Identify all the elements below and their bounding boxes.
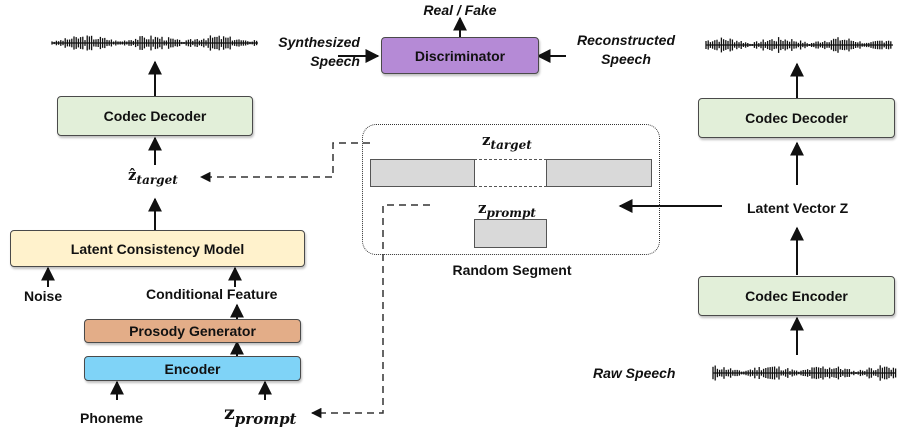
codec-decoder-right-box: Codec Decoder [698, 98, 895, 138]
target-segment-gap [474, 159, 547, 187]
conditional-feature-label: Conditional Feature [146, 286, 278, 302]
z-hat-target-label: ẑtarget [128, 166, 178, 187]
dashed-zprompt-to-input [310, 204, 430, 419]
raw-speech-label: Raw Speech [593, 365, 676, 381]
codec-decoder-left-label: Codec Decoder [103, 108, 207, 124]
z-target-symbol: z [482, 131, 491, 149]
z-hat-symbol: ẑ [128, 166, 137, 184]
phoneme-label: Phoneme [80, 410, 144, 426]
z-hat-subscript: target [136, 173, 178, 187]
codec-decoder-left-box: Codec Decoder [57, 96, 253, 136]
z-target-subscript: target [490, 138, 532, 152]
encoder-label: Encoder [164, 360, 221, 377]
z-prompt-segment-symbol: z [478, 199, 487, 217]
random-segment-frame [362, 124, 660, 255]
synthesized-speech-label: Synthesized Speech [278, 34, 360, 69]
waveform-right-output [705, 37, 893, 53]
noise-label: Noise [24, 288, 63, 304]
codec-encoder-label: Codec Encoder [745, 288, 848, 304]
reconstructed-speech-label: Reconstructed Speech [576, 32, 676, 67]
waveform-raw-speech [712, 365, 897, 381]
z-prompt-input-subscript: prompt [234, 410, 297, 428]
z-prompt-input-symbol: z [224, 402, 235, 424]
prosody-generator-box: Prosody Generator [84, 319, 301, 343]
latent-vector-label: Latent Vector Z [747, 200, 849, 216]
codec-encoder-box: Codec Encoder [698, 276, 895, 316]
prompt-segment-block [474, 219, 547, 248]
latent-consistency-model-box: Latent Consistency Model [10, 230, 305, 267]
random-segment-label: Random Segment [452, 262, 572, 278]
z-prompt-input-label: zprompt [224, 402, 296, 428]
encoder-box: Encoder [84, 356, 301, 381]
discriminator-label: Discriminator [414, 47, 506, 64]
prosody-generator-label: Prosody Generator [129, 323, 256, 339]
latent-consistency-model-label: Latent Consistency Model [70, 240, 245, 257]
codec-decoder-right-label: Codec Decoder [745, 110, 848, 126]
real-fake-label: Real / Fake [423, 2, 497, 18]
discriminator-box: Discriminator [381, 37, 539, 74]
z-target-label: ztarget [482, 131, 532, 152]
dashed-ztarget-to-zhat [199, 142, 370, 183]
z-prompt-segment-subscript: prompt [486, 206, 536, 220]
z-prompt-segment-label: zprompt [478, 199, 536, 220]
waveform-left-output [51, 35, 258, 51]
